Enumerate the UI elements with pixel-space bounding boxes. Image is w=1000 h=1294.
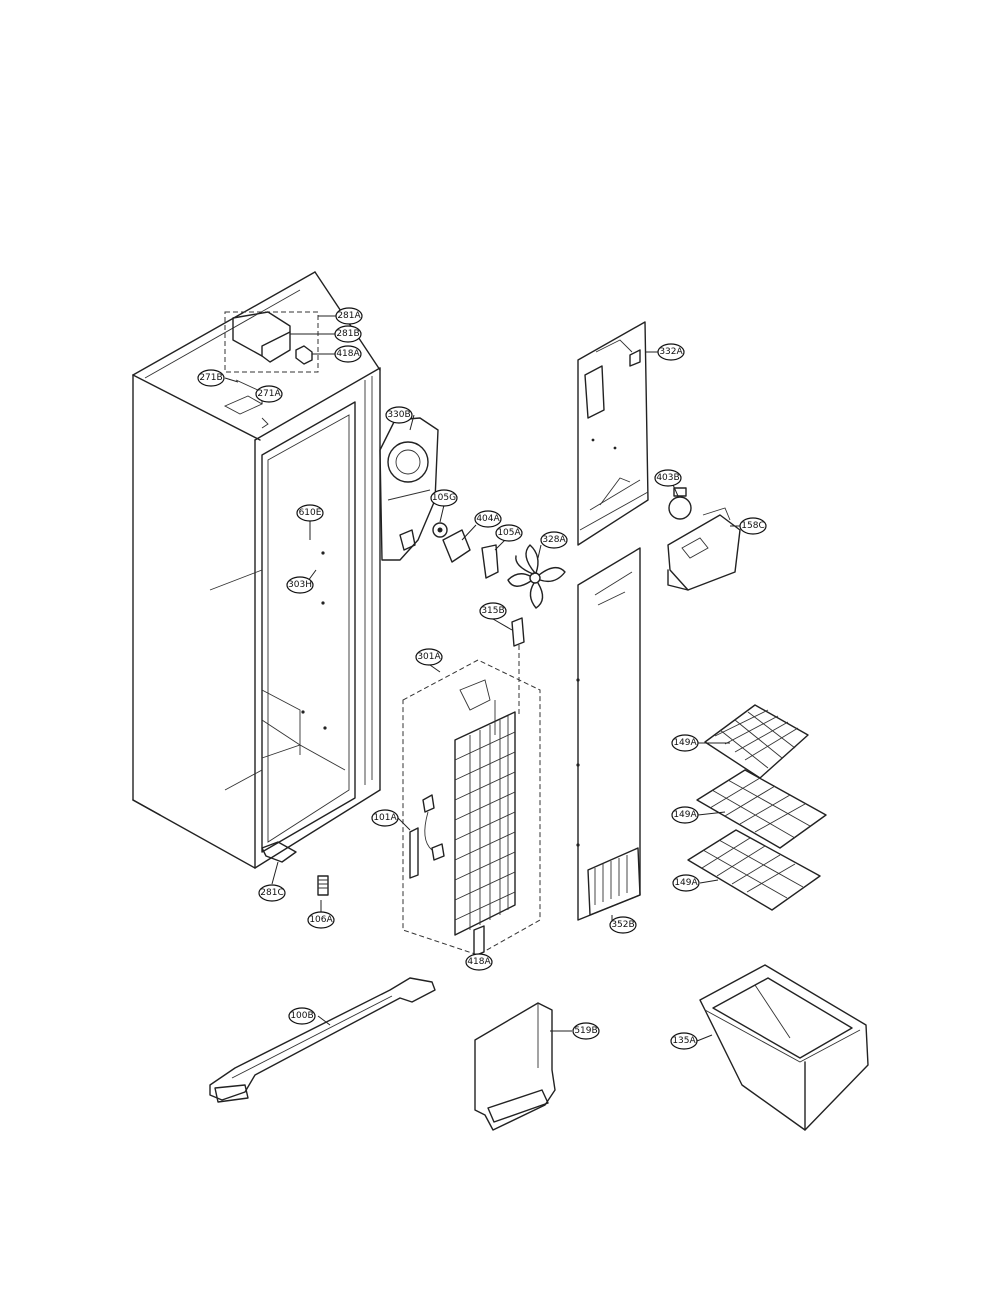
- svg-text:101A: 101A: [373, 813, 397, 823]
- callout-271a: 271A: [255, 385, 283, 403]
- svg-text:352B: 352B: [611, 920, 634, 930]
- svg-text:105A: 105A: [497, 528, 521, 538]
- fan-bracket-part: [379, 417, 566, 609]
- callout-101a: 101A: [371, 809, 399, 827]
- callout-281a: 281A: [335, 307, 363, 325]
- callout-303h: 303H: [286, 576, 314, 594]
- callout-330b: 330B: [385, 406, 413, 424]
- wire-shelf-bottom: [687, 829, 821, 911]
- callout-315b: 315B: [479, 602, 507, 620]
- callout-281b: 281B: [334, 325, 362, 343]
- svg-text:281A: 281A: [337, 311, 361, 321]
- callout-519b: 519B: [572, 1022, 600, 1040]
- top-hinge-cover-group: [224, 311, 319, 393]
- callout-271b: 271B: [197, 369, 225, 387]
- svg-text:519B: 519B: [574, 1026, 597, 1036]
- leveling-screw-part: [317, 875, 329, 896]
- svg-text:100B: 100B: [290, 1011, 313, 1021]
- svg-text:315B: 315B: [481, 606, 504, 616]
- callout-332a: 332A: [657, 343, 685, 361]
- callout-352b: 352B: [609, 916, 637, 934]
- svg-text:271B: 271B: [199, 373, 222, 383]
- svg-text:271A: 271A: [257, 389, 281, 399]
- svg-text:149A: 149A: [673, 738, 697, 748]
- callout-404a: 404A: [474, 510, 502, 528]
- svg-text:403B: 403B: [656, 473, 679, 483]
- callout-106a: 106A: [307, 911, 335, 929]
- drain-cover-part: [474, 1002, 556, 1131]
- svg-text:149A: 149A: [673, 810, 697, 820]
- svg-text:404A: 404A: [476, 514, 500, 524]
- svg-text:610E: 610E: [299, 508, 322, 518]
- callout-301a: 301A: [415, 648, 443, 666]
- svg-text:105G: 105G: [432, 493, 456, 503]
- wire-shelf-middle: [696, 769, 827, 849]
- vegetable-drawer-part: [699, 964, 869, 1131]
- refrigerator-cabinet: [132, 271, 381, 869]
- lower-rear-panel: [576, 547, 641, 921]
- svg-text:281C: 281C: [260, 888, 283, 898]
- svg-text:135A: 135A: [672, 1036, 696, 1046]
- callout-100b: 100B: [288, 1007, 316, 1025]
- fan-blade-part: [507, 544, 566, 609]
- svg-text:106A: 106A: [309, 915, 333, 925]
- svg-text:418A: 418A: [467, 957, 491, 967]
- hinge-bracket-part: [209, 977, 436, 1103]
- callout-610e: 610E: [296, 504, 324, 522]
- svg-text:303H: 303H: [288, 580, 312, 590]
- callout-105a: 105A: [495, 524, 523, 542]
- callout-149a-middle: 149A: [671, 806, 699, 824]
- lamp-cover-part: [667, 507, 741, 591]
- svg-text:332A: 332A: [659, 347, 683, 357]
- callout-158c: 158C: [739, 517, 767, 535]
- svg-text:281B: 281B: [336, 329, 359, 339]
- lamp-bulb-part: [668, 487, 692, 520]
- callout-105g: 105G: [430, 489, 458, 507]
- callout-328a: 328A: [540, 531, 568, 549]
- callout-418a-bottom: 418A: [465, 953, 493, 971]
- callout-418a-top: 418A: [334, 345, 362, 363]
- svg-text:328A: 328A: [542, 535, 566, 545]
- svg-text:418A: 418A: [336, 349, 360, 359]
- evaporator-assembly: [402, 617, 541, 957]
- callout-149a-top: 149A: [671, 734, 699, 752]
- svg-text:158C: 158C: [741, 521, 764, 531]
- callout-403b: 403B: [654, 469, 682, 487]
- callout-281c: 281C: [258, 884, 286, 902]
- callout-135a: 135A: [670, 1032, 698, 1050]
- svg-text:149A: 149A: [674, 878, 698, 888]
- svg-text:330B: 330B: [387, 410, 410, 420]
- callout-149a-bottom: 149A: [672, 874, 700, 892]
- upper-rear-panel: [577, 321, 649, 546]
- wire-shelf-top: [704, 704, 809, 779]
- svg-text:301A: 301A: [417, 652, 441, 662]
- callout-leaders: [224, 315, 740, 1042]
